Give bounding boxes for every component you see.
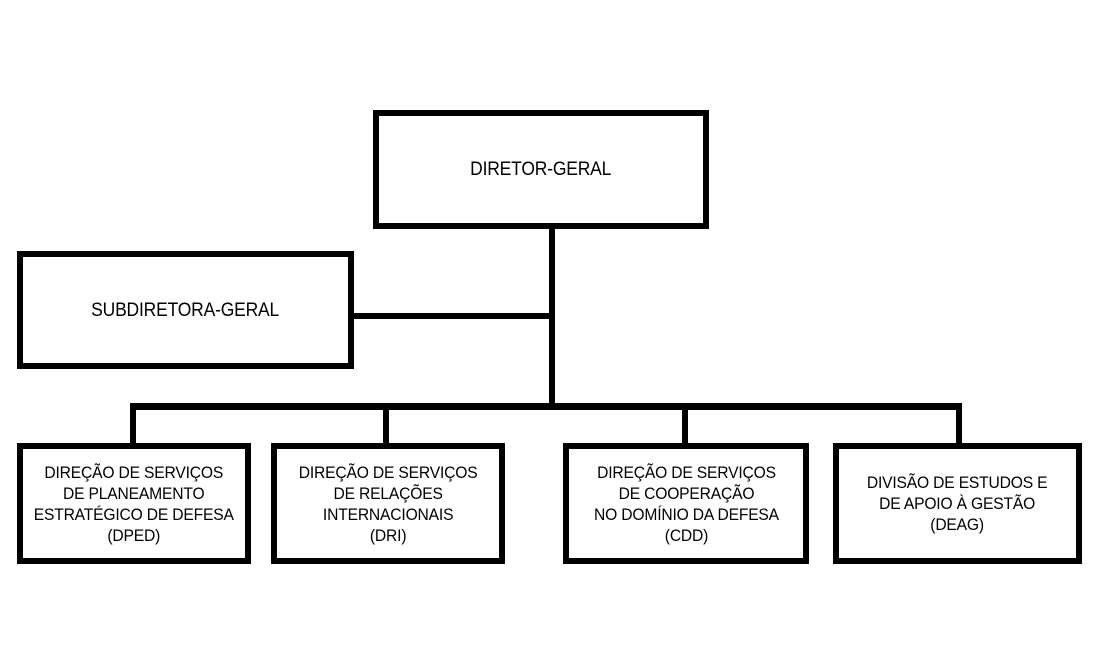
unit-box-deag: DIVISÃO DE ESTUDOS E DE APOIO À GESTÃO (… [833, 443, 1082, 564]
connector-drop-2 [383, 403, 389, 445]
connector-drop-1 [130, 403, 136, 445]
connector-drop-4 [956, 403, 962, 445]
connector-horizontal-bar [130, 403, 962, 410]
unit-label: DIREÇÃO DE SERVIÇOS DE RELAÇÕES INTERNAC… [298, 462, 478, 545]
unit-box-dri: DIREÇÃO DE SERVIÇOS DE RELAÇÕES INTERNAC… [271, 443, 505, 564]
director-label: DIRETOR-GERAL [470, 159, 612, 180]
unit-box-dped: DIREÇÃO DE SERVIÇOS DE PLANEAMENTO ESTRA… [17, 443, 251, 564]
unit-box-cdd: DIREÇÃO DE SERVIÇOS DE COOPERAÇÃO NO DOM… [563, 443, 809, 564]
connector-deputy [350, 313, 553, 319]
connector-drop-3 [682, 403, 688, 445]
unit-label: DIREÇÃO DE SERVIÇOS DE COOPERAÇÃO NO DOM… [593, 462, 779, 545]
deputy-box: SUBDIRETORA-GERAL [17, 251, 354, 369]
unit-label: DIREÇÃO DE SERVIÇOS DE PLANEAMENTO ESTRA… [33, 462, 235, 545]
deputy-label: SUBDIRETORA-GERAL [91, 299, 280, 321]
director-box: DIRETOR-GERAL [373, 110, 709, 229]
unit-label: DIVISÃO DE ESTUDOS E DE APOIO À GESTÃO (… [867, 473, 1048, 534]
